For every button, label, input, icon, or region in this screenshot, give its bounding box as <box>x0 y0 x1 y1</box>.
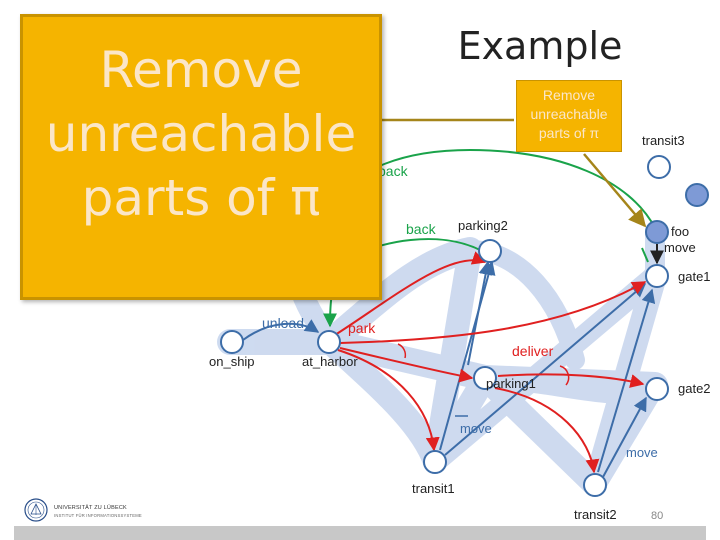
small-callout-box <box>516 80 622 152</box>
large-callout-line3: parts of π <box>81 169 321 227</box>
small-callout-line2: unreachable <box>530 106 608 122</box>
label-transit2: transit2 <box>574 507 617 522</box>
label-transit1: transit1 <box>412 481 455 496</box>
label-move-mid: move <box>460 421 492 436</box>
node-parking1 <box>473 366 497 390</box>
label-parking2: parking2 <box>458 218 508 233</box>
edge-t1-gate1 <box>444 283 647 456</box>
institute-name: INSTITUT FÜR INFORMATIONSSYSTEME <box>54 513 142 518</box>
university-seal-icon <box>24 498 48 522</box>
small-callout-line3: parts of π <box>538 125 600 141</box>
node-gate2 <box>645 377 669 401</box>
edge-t1-p2 <box>439 260 496 451</box>
large-callout-box <box>20 14 382 300</box>
node-foo <box>645 220 669 244</box>
node-transit3 <box>647 155 671 179</box>
pointer-small-to-foo <box>583 153 647 228</box>
label-move-lower: move <box>626 445 658 460</box>
node-unlabeled-solid <box>685 183 709 207</box>
label-park: park <box>348 320 376 336</box>
label-on-ship: on_ship <box>209 354 255 369</box>
small-callout-text: Remove unreachable parts of π <box>516 86 622 143</box>
node-parking2 <box>478 239 502 263</box>
node-transit2 <box>583 473 607 497</box>
bottom-bar <box>14 526 706 540</box>
edge-green-foo-down <box>641 247 649 263</box>
small-callout-line1: Remove <box>542 87 596 103</box>
label-foo: foo <box>671 224 689 239</box>
page-number: 80 <box>651 510 664 522</box>
label-back-upper: back <box>378 163 409 179</box>
edge-deliver-gate1 <box>339 281 647 344</box>
large-callout-line1: Remove <box>99 41 303 99</box>
node-on-ship <box>220 330 244 354</box>
large-callout-text: Remove unreachable parts of π <box>20 38 382 230</box>
university-name: UNIVERSITÄT ZU LÜBECK <box>54 505 127 511</box>
node-transit1 <box>423 450 447 474</box>
edge-park-arc <box>397 343 407 359</box>
label-parking1: parking1 <box>486 376 536 391</box>
label-at-harbor: at_harbor <box>302 354 358 369</box>
edge-park-up <box>334 251 487 336</box>
label-unload: unload <box>262 315 304 331</box>
node-at-harbor <box>317 330 341 354</box>
label-move-foo: move <box>664 240 696 255</box>
edge-deliver-gate2 <box>497 373 645 388</box>
label-gate1: gate1 <box>678 269 711 284</box>
edge-unload <box>242 319 320 341</box>
edge-p1-t2 <box>494 387 600 474</box>
slide-title: Example <box>457 24 623 68</box>
label-transit3: transit3 <box>642 133 685 148</box>
node-gate1 <box>645 264 669 288</box>
edge-park-down <box>339 347 474 383</box>
edge-deliver-arc <box>559 365 570 386</box>
edge-t2-gate2 <box>602 396 647 478</box>
label-back-lower: back <box>406 221 437 237</box>
large-callout-line2: unreachable <box>45 105 357 163</box>
label-deliver: deliver <box>512 343 554 359</box>
label-gate2: gate2 <box>678 381 711 396</box>
edge-park-t1 <box>337 349 440 452</box>
